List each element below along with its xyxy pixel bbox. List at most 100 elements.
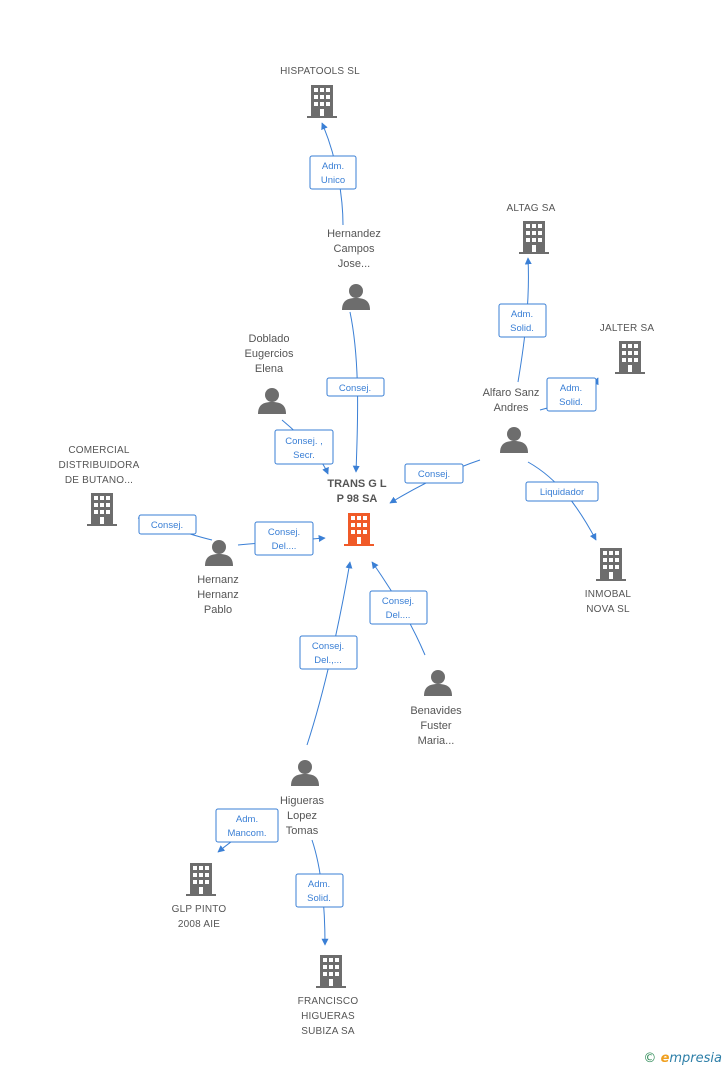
edge-label-line: Adm. <box>322 161 344 172</box>
node-label: DISTRIBUIDORA <box>59 460 140 471</box>
edge-label-line: Liquidador <box>540 487 584 498</box>
node-glppinto[interactable]: GLP PINTO 2008 AIE <box>172 863 227 930</box>
brand-name: mpresia <box>669 1051 722 1066</box>
edge-label-hernanz-transgl[interactable]: Consej. Del.... <box>254 521 314 556</box>
edge-labels: Adm. Unico Consej. Consej. , Secr. Adm. … <box>138 155 599 908</box>
node-label: COMERCIAL <box>68 445 129 456</box>
node-label: Campos <box>334 243 375 255</box>
person-icon <box>500 427 528 453</box>
node-label: Hernanz <box>197 589 239 601</box>
node-label: HIGUERAS <box>301 1011 355 1022</box>
node-altag[interactable]: ALTAG SA <box>506 203 555 254</box>
node-jalter[interactable]: JALTER SA <box>600 323 655 374</box>
edge-label-higueras-glppinto[interactable]: Adm. Mancom. <box>215 808 279 843</box>
node-benavides[interactable]: Benavides Fuster Maria... <box>410 670 462 747</box>
edge-label-line: Consej. <box>312 641 344 652</box>
edge-label-line: Solid. <box>510 323 534 334</box>
building-icon <box>186 863 216 896</box>
node-label: FRANCISCO <box>298 996 359 1007</box>
person-icon <box>424 670 452 696</box>
edge-label-line: Consej. <box>268 527 300 538</box>
person-icon <box>342 284 370 310</box>
node-hernandez[interactable]: Hernandez Campos Jose... <box>327 228 381 310</box>
node-label: Pablo <box>204 604 232 616</box>
edge-label-line: Consej. <box>151 520 183 531</box>
edge-label-line: Del.... <box>386 610 411 621</box>
node-label: Alfaro Sanz <box>483 387 540 399</box>
node-label: Doblado <box>249 333 290 345</box>
building-icon <box>307 85 337 118</box>
node-label: JALTER SA <box>600 323 655 334</box>
node-label: Tomas <box>286 825 319 837</box>
node-label: Hernandez <box>327 228 381 240</box>
node-label: Maria... <box>418 735 455 747</box>
brand-initial: e <box>660 1051 670 1066</box>
node-label: INMOBAL <box>585 589 632 600</box>
node-label: Hernanz <box>197 574 239 586</box>
edge-label-hernanz-comercial[interactable]: Consej. <box>138 514 197 535</box>
building-icon <box>615 341 645 374</box>
node-label: Jose... <box>338 258 370 270</box>
node-alfaro[interactable]: Alfaro Sanz Andres <box>483 387 540 453</box>
building-icon <box>596 548 626 581</box>
building-icon <box>316 955 346 988</box>
edge-label-doblado-transgl[interactable]: Consej. , Secr. <box>274 429 334 465</box>
edge-label-alfaro-transgl[interactable]: Consej. <box>404 463 464 484</box>
node-hispatools[interactable]: HISPATOOLS SL <box>280 66 360 118</box>
node-label: Lopez <box>287 810 317 822</box>
node-label: ALTAG SA <box>506 203 555 214</box>
edge-label-alfaro-altag[interactable]: Adm. Solid. <box>498 303 547 338</box>
building-icon <box>87 493 117 526</box>
node-label: DE BUTANO... <box>65 475 133 486</box>
node-transgl[interactable]: TRANS G L P 98 SA <box>327 478 387 546</box>
node-label: Higueras <box>280 795 325 807</box>
node-higueras[interactable]: Higueras Lopez Tomas <box>280 760 325 837</box>
edge-label-line: Unico <box>321 175 345 186</box>
edge-label-line: Consej. , <box>285 436 323 447</box>
edge-label-alfaro-jalter[interactable]: Adm. Solid. <box>546 377 597 412</box>
node-label: Benavides <box>410 705 462 717</box>
copyright-symbol: © <box>643 1051 657 1066</box>
node-label: 2008 AIE <box>178 919 220 930</box>
node-label: P 98 SA <box>337 493 378 505</box>
edge-label-benavides-transgl[interactable]: Consej. Del.... <box>369 590 428 625</box>
brand-logo: © empresia <box>643 1051 722 1066</box>
node-hernanz[interactable]: Hernanz Hernanz Pablo <box>197 540 239 616</box>
node-inmobal[interactable]: INMOBAL NOVA SL <box>585 548 632 615</box>
edge-label-line: Adm. <box>511 309 533 320</box>
building-icon <box>344 513 374 546</box>
node-label: Elena <box>255 363 284 375</box>
person-icon <box>258 388 286 414</box>
node-label: HISPATOOLS SL <box>280 66 360 77</box>
node-doblado[interactable]: Doblado Eugercios Elena <box>245 333 294 414</box>
edge-label-hernandez-hispatools[interactable]: Adm. Unico <box>309 155 357 190</box>
edge-label-line: Del.... <box>272 541 297 552</box>
edge-label-higueras-francisco[interactable]: Adm. Solid. <box>295 873 344 908</box>
edge-label-line: Adm. <box>560 383 582 394</box>
person-icon <box>205 540 233 566</box>
edge-label-line: Consej. <box>339 383 371 394</box>
edge-label-line: Adm. <box>308 879 330 890</box>
edge-label-line: Mancom. <box>227 828 266 839</box>
node-label: Andres <box>494 402 529 414</box>
edge-label-alfaro-inmobal[interactable]: Liquidador <box>525 481 599 502</box>
edge-label-hernandez-transgl[interactable]: Consej. <box>326 377 385 397</box>
edge-label-line: Consej. <box>418 469 450 480</box>
node-comercial[interactable]: COMERCIAL DISTRIBUIDORA DE BUTANO... <box>59 445 140 526</box>
edge-label-line: Solid. <box>559 397 583 408</box>
person-icon <box>291 760 319 786</box>
node-label: Fuster <box>420 720 452 732</box>
building-icon <box>519 221 549 254</box>
node-label: Eugercios <box>245 348 294 360</box>
node-label: SUBIZA SA <box>301 1026 355 1037</box>
edge-label-line: Del.,... <box>314 655 341 666</box>
edge-label-line: Solid. <box>307 893 331 904</box>
node-label: TRANS G L <box>327 478 387 490</box>
node-francisco[interactable]: FRANCISCO HIGUERAS SUBIZA SA <box>298 955 359 1037</box>
node-label: GLP PINTO <box>172 904 227 915</box>
node-label: NOVA SL <box>586 604 630 615</box>
edge-label-higueras-transgl[interactable]: Consej. Del.,... <box>299 635 358 670</box>
edge-label-line: Adm. <box>236 814 258 825</box>
edge-label-line: Consej. <box>382 596 414 607</box>
